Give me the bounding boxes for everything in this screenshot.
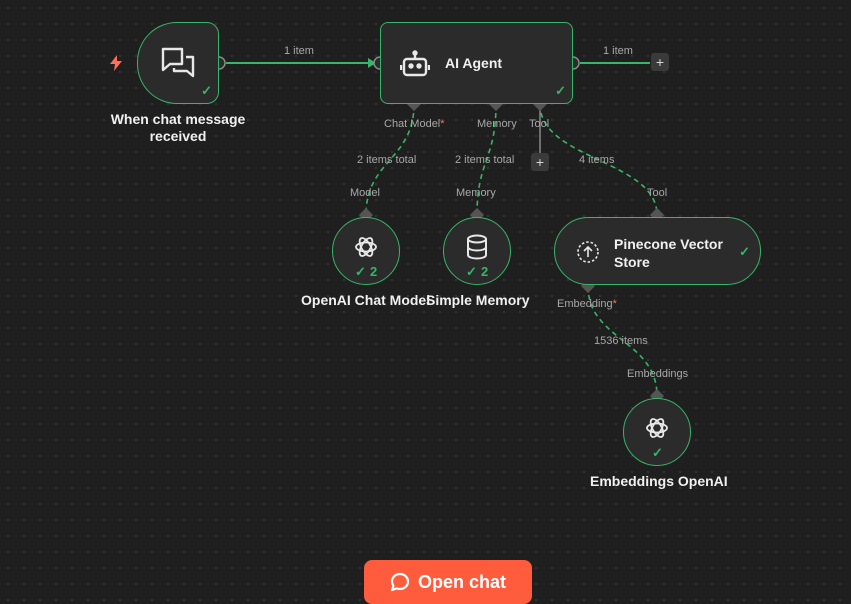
port-label-embeddings-in: Embeddings: [627, 368, 689, 380]
success-check-icon: ✓: [555, 83, 566, 98]
add-node-button[interactable]: +: [651, 53, 669, 71]
pinecone-vector-store-node[interactable]: Pinecone Vector Store ✓: [554, 217, 761, 285]
robot-icon: [399, 49, 431, 79]
port-label-chat-model: Chat Model*: [384, 118, 445, 130]
connection-tool: [539, 103, 658, 216]
trigger-label: When chat message received: [110, 111, 246, 144]
chat-model-item-count: 2 items total: [357, 154, 417, 166]
embeddings-openai-label: Embeddings OpenAI: [590, 473, 728, 489]
simple-memory-node[interactable]: ✓ 2: [443, 217, 511, 285]
openai-icon: [351, 232, 381, 262]
connection-arrow: [368, 58, 376, 68]
run-count-badge: 2: [370, 264, 378, 279]
port-label-memory-in: Memory: [456, 187, 496, 199]
agent-output-item-count: 1 item: [603, 45, 633, 57]
port-label-model-in: Model: [350, 187, 380, 199]
database-icon: [463, 232, 491, 262]
port-label-embedding: Embedding*: [557, 298, 617, 310]
embedding-item-count: 1536 items: [594, 335, 648, 347]
openai-chat-model-label: OpenAI Chat Model: [301, 292, 431, 308]
tool-item-count: 4 items: [579, 154, 615, 166]
success-check-icon: ✓: [466, 264, 477, 279]
chat-bubble-icon: [390, 572, 410, 592]
pinecone-label: Pinecone Vector Store: [614, 236, 723, 270]
success-check-icon: ✓: [652, 445, 663, 460]
lightning-icon: [108, 54, 124, 72]
ai-agent-label: AI Agent: [445, 55, 503, 71]
success-check-icon: ✓: [355, 264, 366, 279]
port-label-tool: Tool: [529, 118, 550, 130]
simple-memory-label: Simple Memory: [426, 292, 530, 308]
open-chat-button[interactable]: Open chat: [364, 560, 532, 604]
trigger-agent-item-count: 1 item: [284, 45, 314, 57]
port-label-memory: Memory: [477, 118, 517, 130]
trigger-node[interactable]: ✓: [137, 22, 219, 104]
connection-memory: [476, 103, 497, 216]
run-count-badge: 2: [481, 264, 489, 279]
success-check-icon: ✓: [739, 244, 750, 259]
embeddings-openai-node[interactable]: ✓: [623, 398, 691, 466]
ai-agent-node[interactable]: AI Agent ✓: [380, 22, 573, 104]
pinecone-icon: [573, 238, 603, 266]
openai-chat-model-node[interactable]: ✓ 2: [332, 217, 400, 285]
port-label-tool-in: Tool: [647, 187, 668, 199]
connection-embedding: [587, 285, 658, 397]
openai-icon: [642, 413, 672, 443]
success-check-icon: ✓: [201, 83, 212, 98]
add-tool-button[interactable]: +: [531, 153, 549, 171]
open-chat-label: Open chat: [417, 571, 506, 592]
memory-item-count: 2 items total: [455, 154, 515, 166]
chat-bubbles-icon: [158, 43, 198, 83]
